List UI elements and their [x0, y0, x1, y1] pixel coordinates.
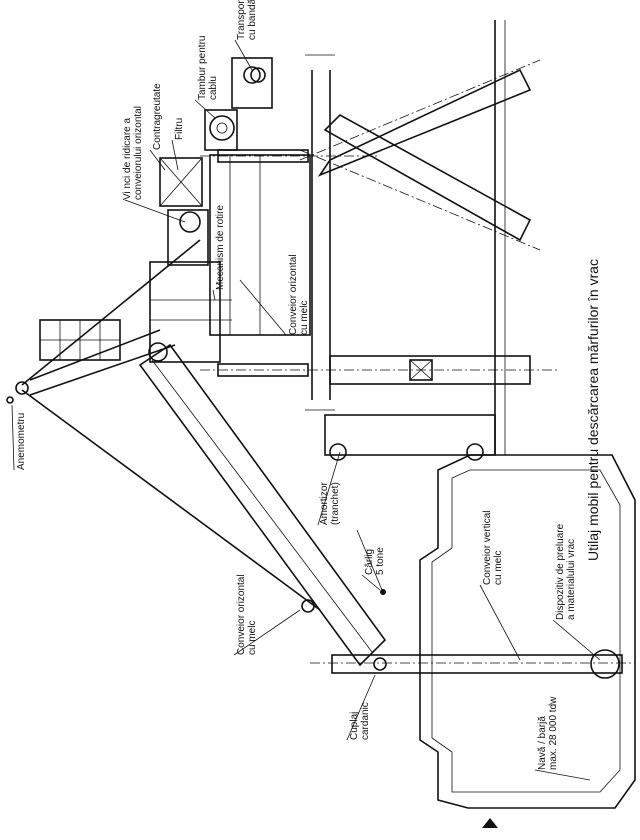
svg-text:Conveior vertical: Conveior vertical: [482, 511, 493, 585]
svg-text:cu melc: cu melc: [247, 621, 258, 655]
rotating-structure: [148, 209, 232, 363]
svg-text:(tranchet): (tranchet): [330, 482, 341, 525]
svg-text:5 tone: 5 tone: [375, 547, 386, 575]
svg-text:Conveior orizontal: Conveior orizontal: [236, 574, 247, 655]
svg-text:conveiorului orizontal: conveiorului orizontal: [133, 106, 144, 200]
label-nava: Navă / barjă max. 28 000 tdw: [537, 696, 559, 770]
label-contragreutate: Contragreutate: [152, 83, 163, 150]
diagram-caption: Utilaj mobil pentru descărcarea mărfuril…: [585, 259, 601, 561]
inclined-struts: [299, 59, 541, 251]
label-conveior-vertical: Conveior vertical cu melc: [482, 511, 504, 585]
waterline-marker: [482, 818, 498, 828]
svg-text:Cârlig: Cârlig: [364, 549, 375, 575]
svg-text:Mecanism de rotire: Mecanism de rotire: [215, 205, 226, 290]
leader-lines: [11, 39, 601, 781]
label-carlig: Cârlig 5 tone: [364, 547, 386, 575]
svg-text:Cuplaj: Cuplaj: [349, 712, 360, 740]
inclined-conveyor: [21, 343, 387, 667]
label-amortizor: Amortizor (tranchet): [319, 482, 341, 525]
label-filtru: Filtru: [174, 118, 185, 140]
svg-text:Navă / barjă: Navă / barjă: [537, 716, 548, 770]
svg-text:max. 28 000 tdw: max. 28 000 tdw: [548, 696, 559, 770]
label-cuplaj: Cuplaj cardanic: [349, 702, 371, 740]
svg-text:Dispozitiv de preluare: Dispozitiv de preluare: [555, 523, 566, 620]
svg-text:Utilaj mobil pentru descărcare: Utilaj mobil pentru descărcarea mărfuril…: [585, 259, 601, 561]
bogie: [243, 66, 496, 461]
svg-text:Conveior orizontal: Conveior orizontal: [288, 254, 299, 335]
svg-text:cu bandă: cu bandă: [247, 0, 258, 40]
svg-text:cablu: cablu: [208, 76, 219, 100]
svg-text:cu melc: cu melc: [299, 301, 310, 335]
top-machinery: [159, 57, 311, 336]
svg-text:Contragreutate: Contragreutate: [152, 83, 163, 150]
label-mecanism: Mecanism de rotire: [215, 205, 226, 290]
vertical-conveyor: [310, 649, 635, 679]
ship-hull: [419, 454, 636, 809]
hook: [356, 529, 386, 595]
svg-text:Anemometru: Anemometru: [16, 413, 27, 470]
label-conveior-sus: Conveior orizontal cu melc: [288, 254, 310, 335]
support-legs: [200, 149, 560, 385]
svg-text:cardanic: cardanic: [360, 702, 371, 740]
svg-text:Tambur pentru: Tambur pentru: [197, 36, 208, 100]
label-vinci: Vi nci de ridicare a conveiorului orizon…: [122, 106, 144, 200]
svg-text:Transportor: Transportor: [236, 0, 247, 40]
quay-structure: [305, 20, 506, 455]
label-transportor: Transportor cu bandă: [236, 0, 258, 40]
label-tambur: Tambur pentru cablu: [197, 36, 219, 100]
label-anemometru: Anemometru: [16, 413, 27, 470]
svg-text:cu melc: cu melc: [493, 551, 504, 585]
svg-text:Filtru: Filtru: [174, 118, 185, 140]
svg-text:a materialului vrac: a materialului vrac: [566, 539, 577, 620]
lattice-boom: [6, 239, 201, 404]
label-conveior-jos: Conveior orizontal cu melc: [236, 574, 258, 655]
svg-text:Vi nci de ridicare a: Vi nci de ridicare a: [122, 117, 133, 200]
label-dispozitiv: Dispozitiv de preluare a materialului vr…: [555, 523, 577, 620]
